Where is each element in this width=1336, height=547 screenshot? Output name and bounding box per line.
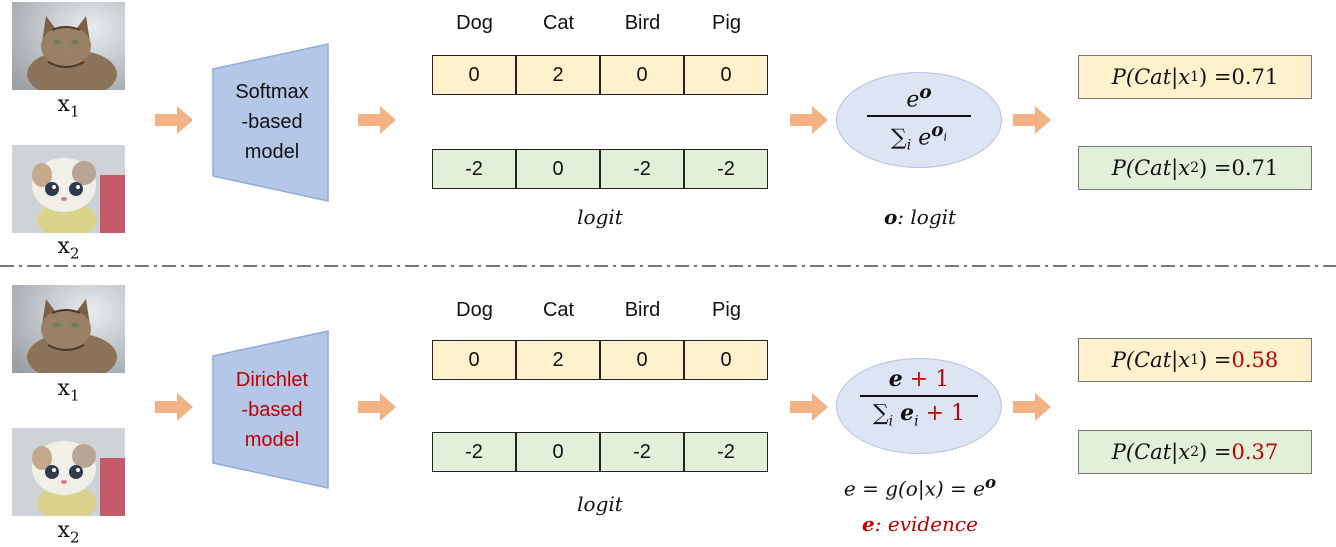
logit-cell: 2 xyxy=(516,55,600,95)
class-header-cat: Cat xyxy=(542,299,575,321)
cat-image-x1-bottom xyxy=(12,285,125,373)
logit-cell: 0 xyxy=(600,340,684,380)
logit-caption: logit xyxy=(577,492,623,516)
cat-image-x1-top xyxy=(12,2,125,90)
dirichlet-model-shape xyxy=(212,330,329,489)
evidence-equation: e = g(o|x) = eo xyxy=(843,472,997,501)
logit-caption: logit xyxy=(577,205,623,229)
logit-cell: -2 xyxy=(600,149,684,189)
dirichlet-formula-ellipse xyxy=(836,358,1002,454)
x2-label-bottom: x2 xyxy=(57,518,80,547)
logit-cell: 0 xyxy=(684,340,768,380)
logit-cell: -2 xyxy=(600,432,684,472)
arrow-right-icon xyxy=(790,393,828,421)
logit-cell: 0 xyxy=(600,55,684,95)
class-header-cat: Cat xyxy=(542,12,575,34)
arrow-right-icon xyxy=(358,106,396,134)
softmax-formula: eo ∑i eoi xyxy=(836,82,1002,154)
plush-image-x2-top xyxy=(12,145,125,233)
x1-label-bottom: x1 xyxy=(57,376,80,405)
softmax-model-label: Softmax -based model xyxy=(235,81,309,163)
logit-cell: 2 xyxy=(516,340,600,380)
softmax-formula-ellipse xyxy=(836,72,1002,168)
class-header-pig: Pig xyxy=(712,299,741,321)
arrow-right-icon xyxy=(1013,393,1051,421)
arrow-right-icon xyxy=(1013,106,1051,134)
logit-cell: -2 xyxy=(684,149,768,189)
arrow-right-icon xyxy=(155,393,193,421)
section-divider xyxy=(0,265,1336,267)
class-header-bird: Bird xyxy=(624,299,661,321)
logit-cell: 0 xyxy=(432,340,516,380)
logit-cell: -2 xyxy=(432,432,516,472)
class-header-pig: Pig xyxy=(712,12,741,34)
logit-cell: 0 xyxy=(432,55,516,95)
o-definition: o: logit xyxy=(883,205,957,229)
dirichlet-model-label: Dirichlet -based model xyxy=(235,369,309,451)
dirichlet-formula: e + 1 ∑i ei + 1 xyxy=(836,366,1002,429)
logit-cell: -2 xyxy=(432,149,516,189)
logit-cell: -2 xyxy=(684,432,768,472)
arrow-right-icon xyxy=(790,106,828,134)
arrow-right-icon xyxy=(358,393,396,421)
logit-cell: 0 xyxy=(516,432,600,472)
x2-label-top: x2 xyxy=(57,234,80,263)
class-header-dog: Dog xyxy=(456,299,493,321)
plush-image-x2-bottom xyxy=(12,428,125,516)
logit-cell: 0 xyxy=(516,149,600,189)
class-header-dog: Dog xyxy=(456,12,493,34)
softmax-model-shape xyxy=(212,43,329,202)
class-header-bird: Bird xyxy=(624,12,661,34)
logit-cell: 0 xyxy=(684,55,768,95)
arrow-right-icon xyxy=(155,106,193,134)
x1-label-top: x1 xyxy=(57,92,80,121)
evidence-definition: e: evidence xyxy=(862,512,978,536)
